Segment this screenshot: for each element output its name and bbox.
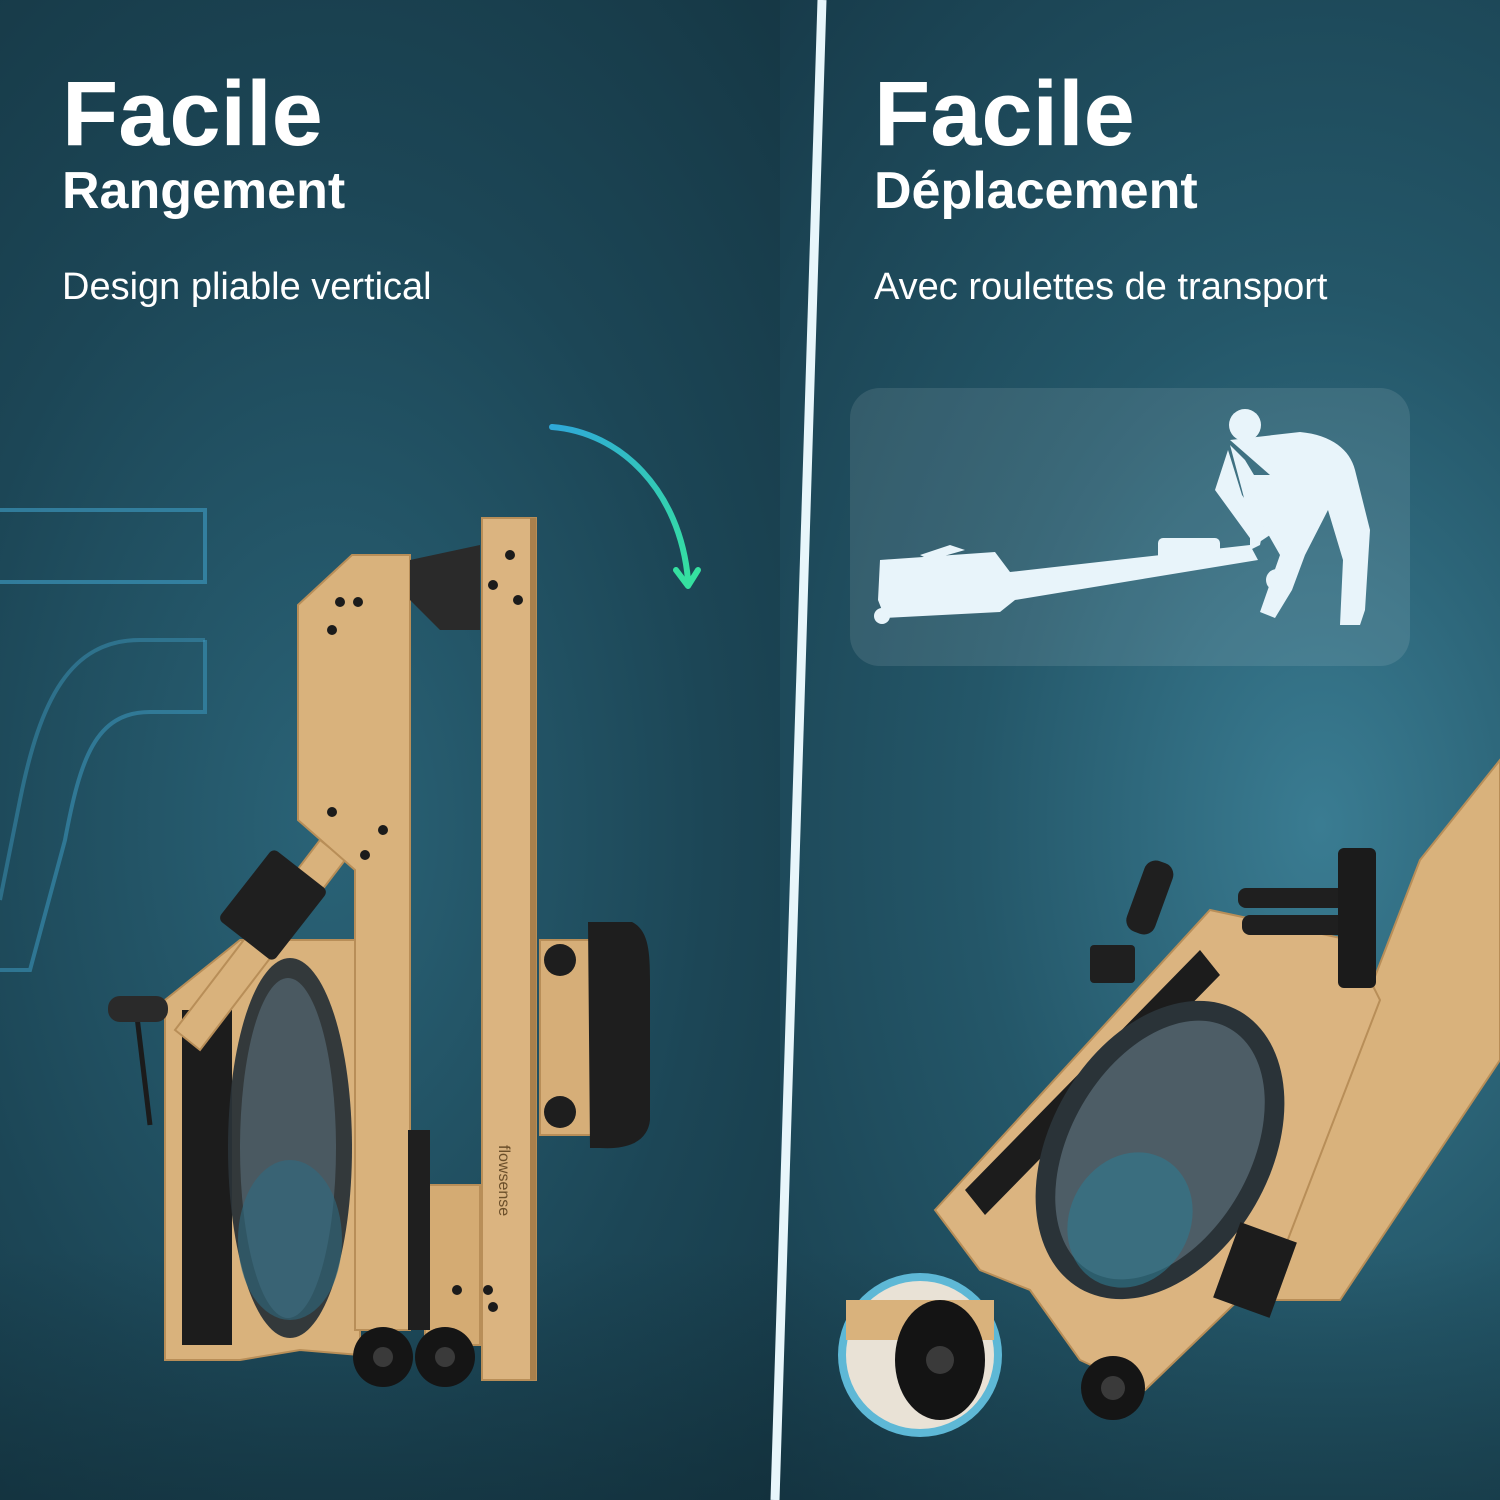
right-panel: Facile Déplacement Avec roulettes de tra… (780, 0, 1500, 1500)
folded-rower-image (108, 517, 650, 1387)
brand-logo-outline (0, 508, 207, 972)
right-headline: Facile (874, 63, 1135, 165)
curved-arrow-icon (549, 424, 701, 589)
left-panel: flowsense Facile Rangement Design pliabl… (0, 0, 820, 1500)
left-headline: Facile (62, 63, 323, 165)
tilted-rower-image (838, 758, 1500, 1437)
right-caption: Avec roulettes de transport (874, 266, 1328, 308)
right-subhead: Déplacement (874, 162, 1198, 220)
person-moving-rower-icon (850, 388, 1410, 666)
left-caption: Design pliable vertical (62, 266, 432, 308)
left-subhead: Rangement (62, 162, 346, 220)
brand-text: flowsense (495, 1145, 512, 1217)
